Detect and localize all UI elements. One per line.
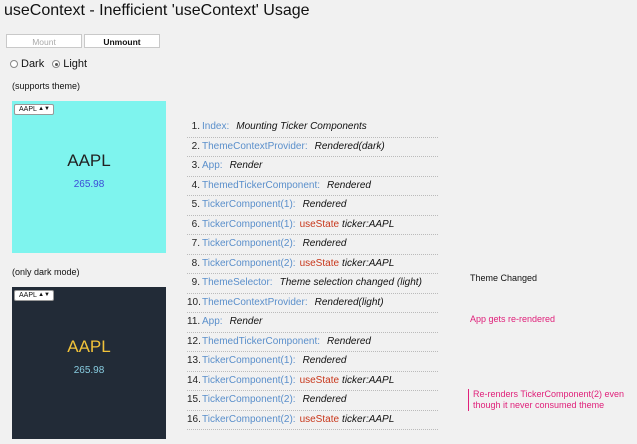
log-component: Index: — [202, 121, 230, 132]
log-message: Rendered(light) — [314, 296, 384, 308]
log-state: useState — [299, 218, 340, 230]
log-number: 14. — [187, 374, 201, 386]
log-component: ThemedTickerComponent: — [202, 335, 321, 347]
app-rerendered-note: App gets re-rendered — [470, 314, 556, 324]
theme-radio-group: Dark Light — [10, 58, 95, 70]
log-number: 15. — [187, 394, 201, 405]
log-component: TickerComponent(1): — [202, 199, 296, 210]
mount-button[interactable]: Mount — [6, 34, 82, 48]
log-message: Rendered — [327, 335, 371, 347]
log-number: 12. — [187, 335, 201, 347]
log-item: 10.ThemeContextProvider: Rendered(light) — [187, 294, 438, 313]
log-component: TickerComponent(2): — [202, 238, 296, 249]
log-component: TickerComponent(1): — [202, 355, 296, 366]
log-item: 12.ThemedTickerComponent: Rendered — [187, 333, 438, 352]
log-number: 8. — [191, 257, 200, 269]
log-item: 15.TickerComponent(2): Rendered — [187, 391, 438, 411]
light-radio[interactable] — [52, 60, 61, 68]
ticker-symbol: AAPL — [67, 337, 111, 356]
log-item: 7.TickerComponent(2): Rendered — [187, 235, 438, 255]
log-item: 4.ThemedTickerComponent: Rendered — [187, 177, 438, 196]
dark-ticker-panel: AAPL ▲▼ AAPL 265.98 — [12, 287, 166, 439]
log-number: 16. — [187, 413, 201, 425]
log-message: ticker:AAPL — [342, 413, 395, 425]
ticker-select[interactable]: AAPL ▲▼ — [14, 290, 54, 301]
log-state: useState — [299, 257, 340, 269]
select-arrows-icon: ▲▼ — [38, 106, 50, 112]
light-radio-label[interactable]: Light — [63, 58, 88, 70]
log-number: 10. — [187, 296, 201, 308]
log-message: Mounting Ticker Components — [236, 121, 367, 132]
select-arrows-icon: ▲▼ — [38, 292, 50, 298]
log-component: TickerComponent(2): — [202, 257, 296, 269]
ticker-price: 265.98 — [73, 179, 105, 190]
log-component: ThemeContextProvider: — [202, 296, 308, 308]
log-number: 1. — [191, 121, 200, 132]
log-message: Rendered — [302, 394, 347, 405]
log-component: ThemeContextProvider: — [202, 140, 308, 152]
page-title: useContext - Inefficient 'useContext' Us… — [4, 2, 310, 19]
log-component: TickerComponent(2): — [202, 413, 296, 425]
log-number: 13. — [187, 355, 201, 366]
log-message: Rendered — [302, 238, 347, 249]
theme-changed-note: Theme Changed — [470, 273, 538, 283]
log-number: 6. — [191, 218, 200, 230]
log-component: TickerComponent(1): — [202, 218, 296, 230]
log-item: 13.TickerComponent(1): Rendered — [187, 352, 438, 372]
log-component: TickerComponent(1): — [202, 374, 296, 386]
ticker-price: 265.98 — [73, 365, 105, 376]
log-number: 5. — [191, 199, 200, 210]
log-number: 2. — [191, 140, 200, 152]
ticker-select-value: AAPL — [19, 292, 37, 299]
rerenders-note: Re-renders TickerComponent(2) even thoug… — [468, 389, 633, 411]
ticker-select[interactable]: AAPL ▲▼ — [14, 104, 54, 115]
log-message: Rendered(dark) — [314, 140, 385, 152]
dark-radio[interactable] — [10, 60, 18, 68]
log-message: ticker:AAPL — [342, 218, 395, 230]
log-component: TickerComponent(2): — [202, 394, 296, 405]
ticker-symbol: AAPL — [67, 151, 111, 170]
log-number: 7. — [191, 238, 200, 249]
log-number: 4. — [191, 179, 200, 191]
render-log: 1.Index:Mounting Ticker Components 2.The… — [187, 118, 438, 430]
log-number: 3. — [191, 160, 200, 171]
log-message: ticker:AAPL — [342, 374, 395, 386]
themed-ticker-panel: AAPL ▲▼ AAPL 265.98 — [12, 101, 166, 253]
log-item: 2.ThemeContextProvider: Rendered(dark) — [187, 138, 438, 157]
log-number: 9. — [191, 277, 200, 288]
log-message: Rendered — [302, 199, 347, 210]
log-number: 11. — [187, 316, 201, 327]
log-item: 3.App: Render — [187, 157, 438, 177]
log-message: Theme selection changed (light) — [279, 277, 422, 288]
dark-panel-caption: (only dark mode) — [12, 267, 80, 277]
log-message: Render — [229, 316, 263, 327]
log-component: App: — [202, 160, 223, 171]
log-message: ticker:AAPL — [342, 257, 395, 269]
log-state: useState — [299, 413, 340, 425]
log-message: Rendered — [327, 179, 371, 191]
log-item: 9.ThemeSelector: Theme selection changed … — [187, 274, 438, 294]
log-message: Render — [229, 160, 263, 171]
dark-radio-label[interactable]: Dark — [21, 58, 45, 70]
log-state: useState — [299, 374, 340, 386]
log-component: ThemeSelector: — [202, 277, 273, 288]
light-panel-caption: (supports theme) — [12, 81, 81, 91]
log-component: App: — [202, 316, 223, 327]
unmount-button[interactable]: Unmount — [84, 34, 160, 48]
log-item: 5.TickerComponent(1): Rendered — [187, 196, 438, 216]
log-item: 11.App: Render — [187, 313, 438, 333]
log-component: ThemedTickerComponent: — [202, 179, 321, 191]
log-message: Rendered — [302, 355, 347, 366]
ticker-select-value: AAPL — [19, 106, 37, 113]
log-item: 1.Index: Mounting Ticker Components — [187, 118, 438, 138]
